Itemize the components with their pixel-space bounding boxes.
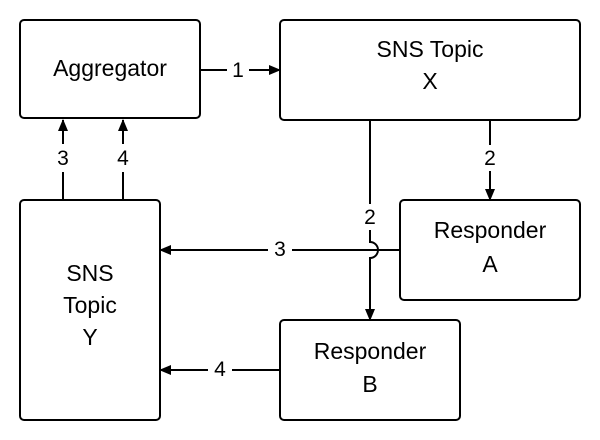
edge-label-bg: [268, 236, 292, 262]
responder-b-label-line2: B: [362, 371, 377, 397]
sns-topic-x-node: SNS Topic X: [279, 19, 581, 121]
edge-label-2b: 2: [364, 206, 376, 229]
sns-topic-y-label-line3: Y: [82, 324, 97, 350]
edge-label-bg: [358, 204, 382, 230]
sns-topic-y-label-line1: SNS: [66, 260, 113, 286]
edge-label-bg: [227, 57, 249, 83]
edge-label-3: 3: [274, 238, 286, 261]
sns-topic-y-label-line2: Topic: [63, 292, 117, 318]
sns-topic-x-label-line2: X: [422, 68, 437, 94]
edge-label-bg: [478, 145, 502, 171]
aggregator-node: Aggregator: [19, 19, 201, 119]
responder-b-node: Responder B: [279, 319, 461, 421]
sns-topic-x-label-line1: SNS Topic: [377, 36, 484, 62]
edge-label-bg: [111, 144, 135, 172]
responder-a-label-line1: Responder: [434, 217, 547, 243]
edge-label-1: 1: [232, 59, 244, 82]
responder-a-label-line2: A: [482, 251, 498, 277]
sns-topic-y-node: SNS Topic Y: [19, 199, 161, 421]
edge-label-bg: [208, 356, 232, 382]
aggregator-label: Aggregator: [53, 55, 167, 81]
edge-label-bg: [51, 144, 75, 172]
edge-label-2a: 2: [484, 147, 496, 170]
responder-b-label-line1: Responder: [314, 338, 427, 364]
edge-label-4: 4: [214, 358, 226, 381]
edge-label-4-up: 4: [117, 147, 129, 170]
responder-a-node: Responder A: [399, 199, 581, 301]
edge-label-3-up: 3: [57, 147, 69, 170]
